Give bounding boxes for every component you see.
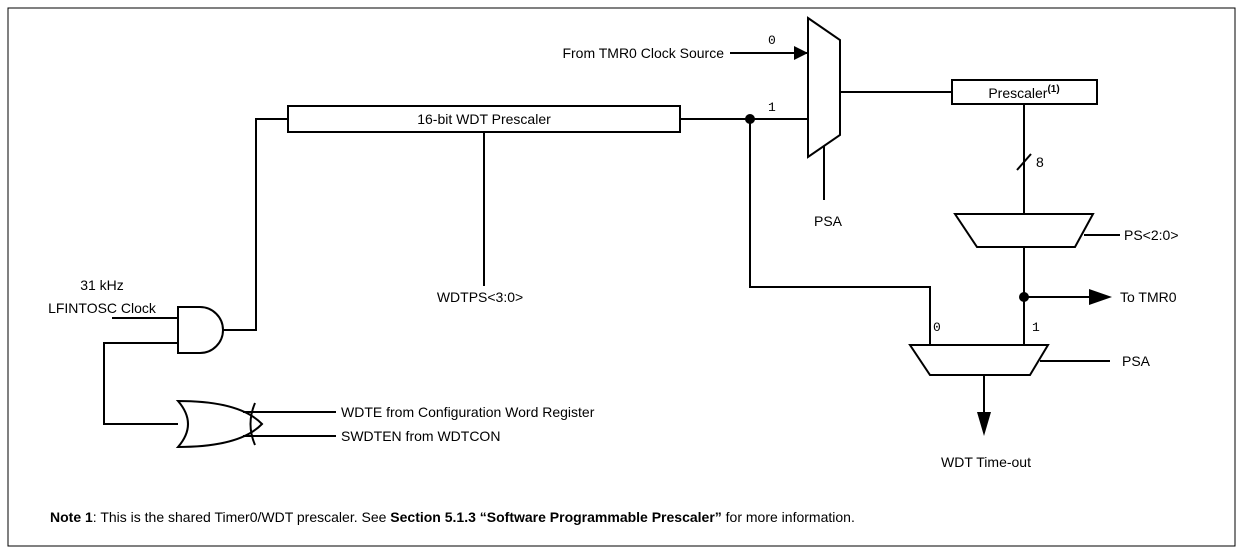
psa-bottom-label: PSA	[1122, 353, 1151, 369]
tmr0-clock-source-label: From TMR0 Clock Source	[562, 45, 724, 61]
wdt-prescaler-label: 16-bit WDT Prescaler	[417, 111, 551, 127]
mux2-input0-label: 0	[933, 320, 941, 335]
tmr0-clock-arrowhead	[794, 46, 808, 60]
clock-name-label: LFINTOSC Clock	[48, 300, 157, 316]
psa-mux-bottom	[908, 344, 1050, 376]
ps-select-label: PS<2:0>	[1124, 227, 1179, 243]
to-tmr0-arrowhead	[1089, 289, 1112, 305]
mux2-input1-label: 1	[1032, 320, 1040, 335]
footnote: Note 1: This is the shared Timer0/WDT pr…	[50, 509, 855, 525]
bus-width-marker	[1016, 153, 1032, 171]
footnote-label: Note 1	[50, 509, 93, 525]
and-gate	[177, 306, 224, 354]
or-gate	[175, 399, 264, 449]
or-to-and-wire	[103, 342, 178, 425]
figure-frame	[7, 7, 1236, 547]
prescaler-text: Prescaler	[988, 85, 1047, 101]
to-tmr0-label: To TMR0	[1120, 289, 1177, 305]
clock-freq-label: 31 kHz	[80, 277, 124, 293]
wdtps-label: WDTPS<3:0>	[437, 289, 523, 305]
ps-mux	[953, 213, 1095, 248]
bus-width-label: 8	[1036, 154, 1044, 170]
wdt-timeout-arrowhead	[977, 412, 991, 436]
or-gate-input-arc	[249, 402, 256, 446]
and-to-prescaler-wire	[223, 118, 288, 331]
prescaler-label: Prescaler(1)	[988, 84, 1059, 101]
mux1-input0-label: 0	[768, 33, 776, 48]
footnote-text-before: : This is the shared Timer0/WDT prescale…	[93, 509, 391, 525]
wdt-to-psa-bottom-wire	[749, 119, 931, 345]
mux1-input1-label: 1	[768, 100, 776, 115]
swdten-label: SWDTEN from WDTCON	[341, 428, 500, 444]
psa-top-label: PSA	[814, 213, 843, 229]
wdte-label: WDTE from Configuration Word Register	[341, 404, 595, 420]
psa-mux-top	[807, 16, 841, 159]
prescaler-superscript: (1)	[1047, 84, 1059, 95]
wdt-timeout-label: WDT Time-out	[941, 454, 1031, 470]
footnote-text-after: for more information.	[722, 509, 855, 525]
footnote-section-ref: Section 5.1.3 “Software Programmable Pre…	[390, 509, 721, 525]
